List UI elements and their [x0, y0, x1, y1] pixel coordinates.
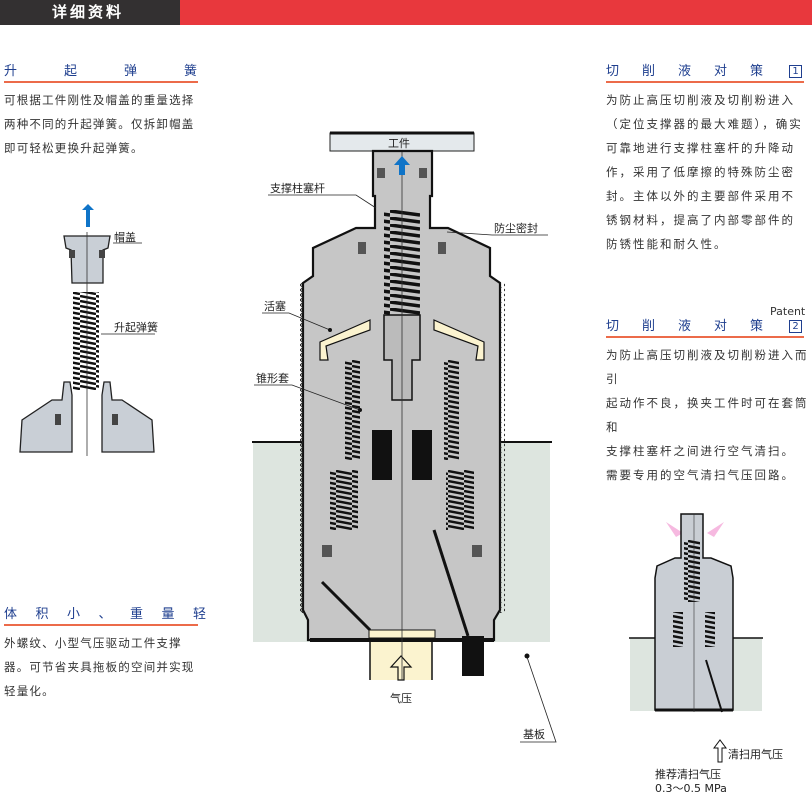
- section-title: 详细资料: [0, 0, 180, 25]
- piston: [319, 319, 371, 361]
- lift-spring-diagram: [19, 204, 155, 456]
- line: 为防止高压切削液及切削粉进入而引: [606, 348, 809, 386]
- air-arrow-icon: [389, 655, 413, 681]
- text-coolant-2: 为防止高压切削液及切削粉进入而引 起动作不良，换夹工件时可在套筒和 支撑柱塞杆之…: [606, 343, 812, 487]
- label-pressure: 0.3～0.5 MPa: [655, 782, 727, 795]
- label-piston: 活塞: [264, 300, 286, 313]
- text-compact: 外螺纹、小型气压驱动工件支撑器。可节省夹具拖板的空间并实现轻量化。: [4, 636, 195, 698]
- badge-1: 1: [789, 65, 802, 78]
- line: 起动作不良，换夹工件时可在套筒和: [606, 396, 809, 434]
- heading-lift-spring: 升起弹簧: [4, 63, 198, 83]
- label-recommended: 推荐清扫气压: [655, 768, 721, 781]
- heading-text: 切削液对策: [606, 64, 787, 79]
- up-arrow-icon: [82, 204, 94, 227]
- heading-compact: 体积小、重量轻: [4, 606, 206, 626]
- heading-text: 切削液对策: [606, 319, 787, 334]
- label-dust-seal: 防尘密封: [494, 222, 538, 235]
- label-air: 气压: [390, 692, 412, 705]
- up-arrow-icon: [394, 156, 410, 175]
- label-base: 基板: [523, 728, 545, 741]
- label-taper-sleeve: 锥形套: [256, 372, 289, 385]
- air-purge-diagram: [629, 513, 763, 763]
- patent-label: Patent: [770, 305, 806, 318]
- label-lift-spring: 升起弹簧: [114, 321, 158, 334]
- badge-2: 2: [789, 320, 802, 333]
- line: 支撑柱塞杆之间进行空气清扫。: [606, 444, 795, 458]
- label-workpiece: 工件: [388, 137, 410, 150]
- lift-spring: [73, 292, 99, 390]
- section-header-bar: 详细资料: [0, 0, 812, 25]
- text-coolant-1: 为防止高压切削液及切削粉进入（定位支撑器的最大难题），确实可靠地进行支撑柱塞杆的…: [606, 93, 803, 251]
- text-lift-spring: 可根据工件刚性及帽盖的重量选择两种不同的升起弹簧。仅拆卸帽盖即可轻松更换升起弹簧…: [4, 93, 195, 155]
- main-cross-section: [252, 131, 557, 743]
- line: 需要专用的空气清扫气压回路。: [606, 468, 795, 482]
- label-purge-air: 清扫用气压: [728, 748, 783, 761]
- label-cap: 帽盖: [114, 231, 136, 244]
- taper-sleeve: [345, 360, 360, 460]
- label-plunger: 支撑柱塞杆: [270, 182, 325, 195]
- purge-arrow-icon: [713, 739, 727, 763]
